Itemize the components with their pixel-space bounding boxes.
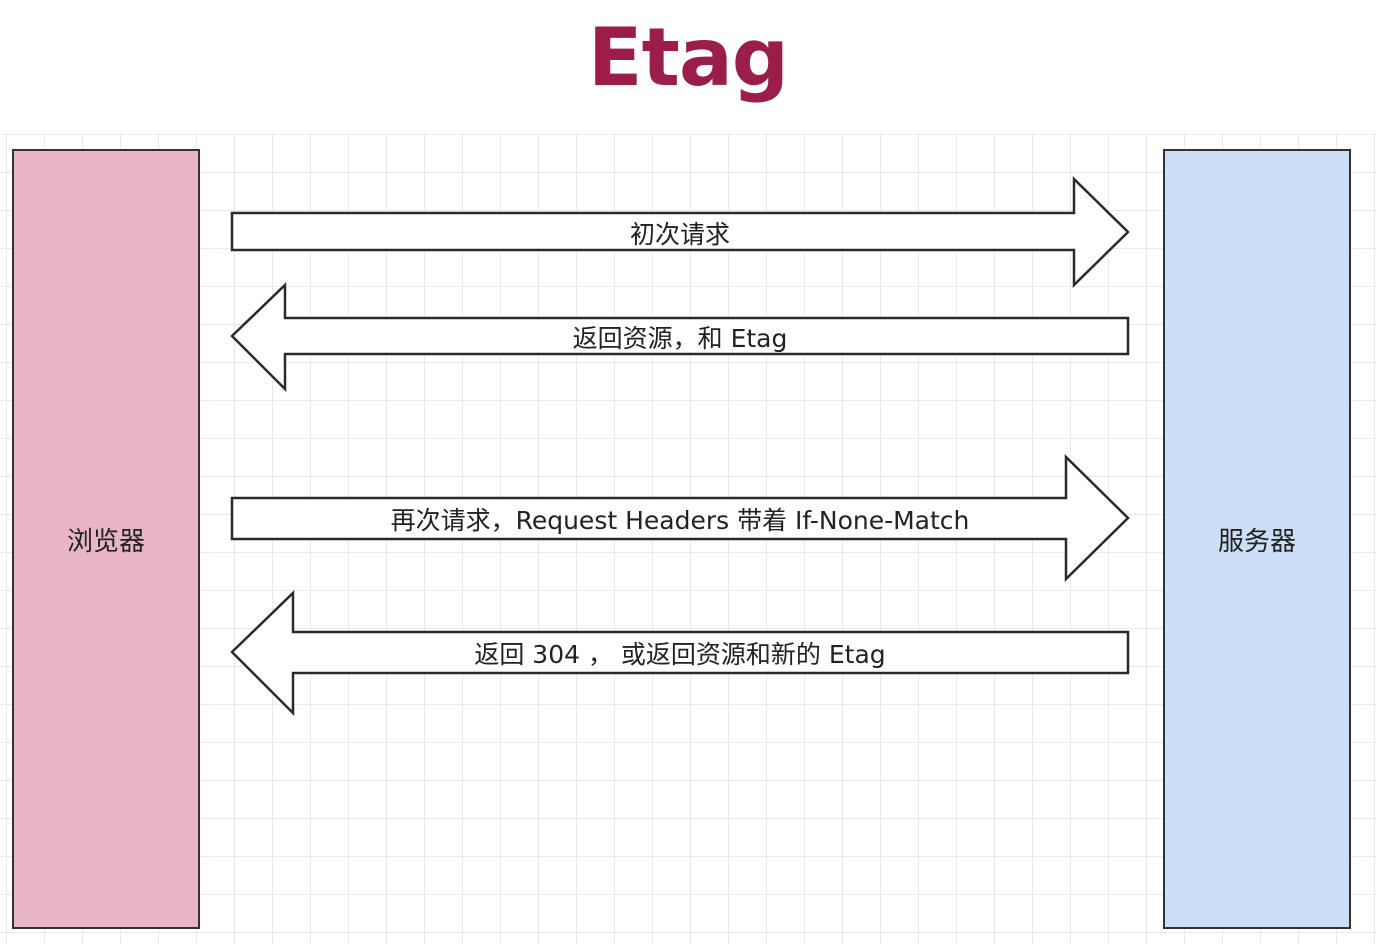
message-label-4: 返回 304 ， 或返回资源和新的 Etag (474, 640, 886, 669)
diagram-title: Etag (587, 11, 789, 104)
server-label: 服务器 (1217, 526, 1296, 557)
arrow-request-if-none-match (230, 454, 1130, 582)
browser-label: 浏览器 (66, 526, 145, 557)
browser-box: 浏览器 (12, 149, 200, 929)
server-box: 服务器 (1163, 149, 1351, 929)
message-label-3: 再次请求，Request Headers 带着 If-None-Match (390, 506, 970, 535)
arrow-response-304 (230, 590, 1130, 717)
message-label-1: 初次请求 (629, 220, 731, 249)
arrow-request-initial (230, 176, 1130, 288)
message-label-2: 返回资源，和 Etag (572, 324, 788, 353)
arrow-response-etag (230, 282, 1130, 393)
